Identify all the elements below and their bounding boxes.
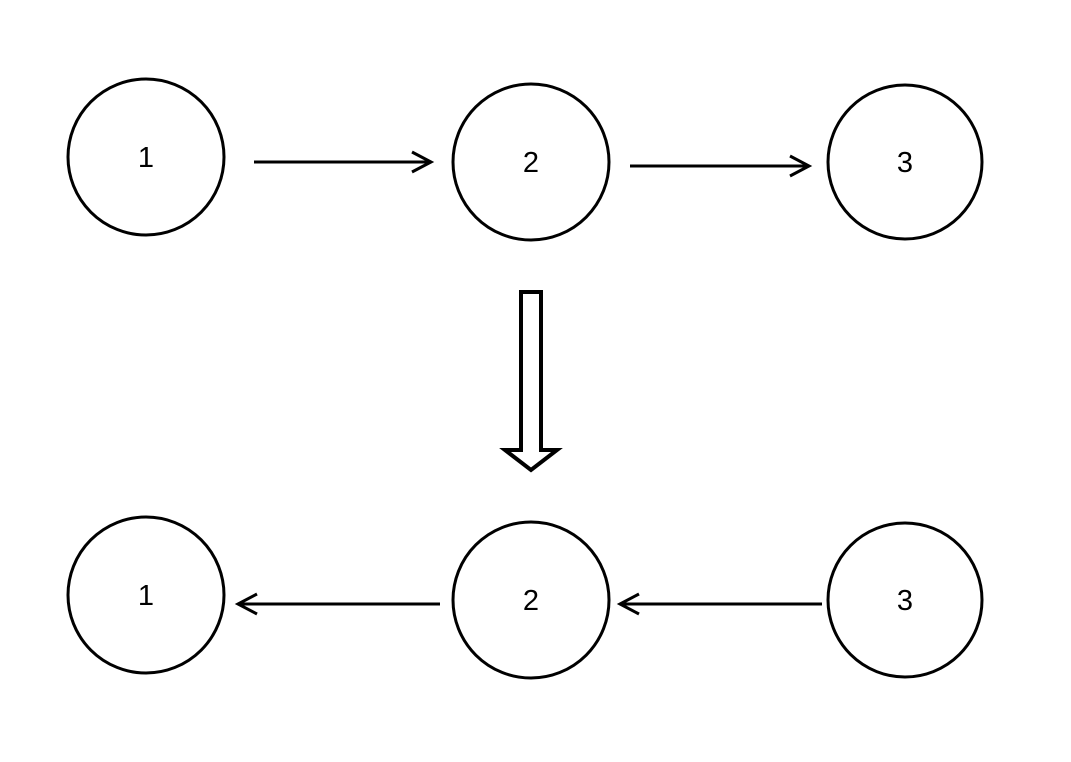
graph-row-after: 1 2 3 xyxy=(66,515,984,680)
arrowhead-left-icon xyxy=(616,592,640,616)
edge-top-2-to-3 xyxy=(630,154,813,178)
node-top-1[interactable]: 1 xyxy=(66,77,226,237)
node-bottom-3[interactable]: 3 xyxy=(826,521,984,679)
node-label: 2 xyxy=(523,147,539,179)
arrowhead-right-icon xyxy=(411,150,435,174)
node-label: 2 xyxy=(523,585,539,617)
node-circle[interactable] xyxy=(451,82,611,242)
edge-bottom-2-to-1 xyxy=(234,592,440,616)
edge-bottom-3-to-2 xyxy=(616,592,822,616)
node-circle[interactable] xyxy=(826,521,984,679)
block-down-arrow-icon xyxy=(499,290,563,473)
arrowhead-left-icon xyxy=(234,592,258,616)
edge-top-1-to-2 xyxy=(254,150,435,174)
node-label: 3 xyxy=(897,585,913,617)
node-label: 1 xyxy=(138,142,154,174)
node-top-3[interactable]: 3 xyxy=(826,83,984,241)
graph-row-before: 1 2 3 xyxy=(66,77,984,242)
transform-block-arrow xyxy=(499,290,563,473)
node-label: 1 xyxy=(138,580,154,612)
node-bottom-1[interactable]: 1 xyxy=(66,515,226,675)
arrowhead-right-icon xyxy=(789,154,813,178)
node-bottom-2[interactable]: 2 xyxy=(451,520,611,680)
node-label: 3 xyxy=(897,147,913,179)
node-circle[interactable] xyxy=(66,515,226,675)
node-circle[interactable] xyxy=(826,83,984,241)
node-top-2[interactable]: 2 xyxy=(451,82,611,242)
node-circle[interactable] xyxy=(66,77,226,237)
node-circle[interactable] xyxy=(451,520,611,680)
